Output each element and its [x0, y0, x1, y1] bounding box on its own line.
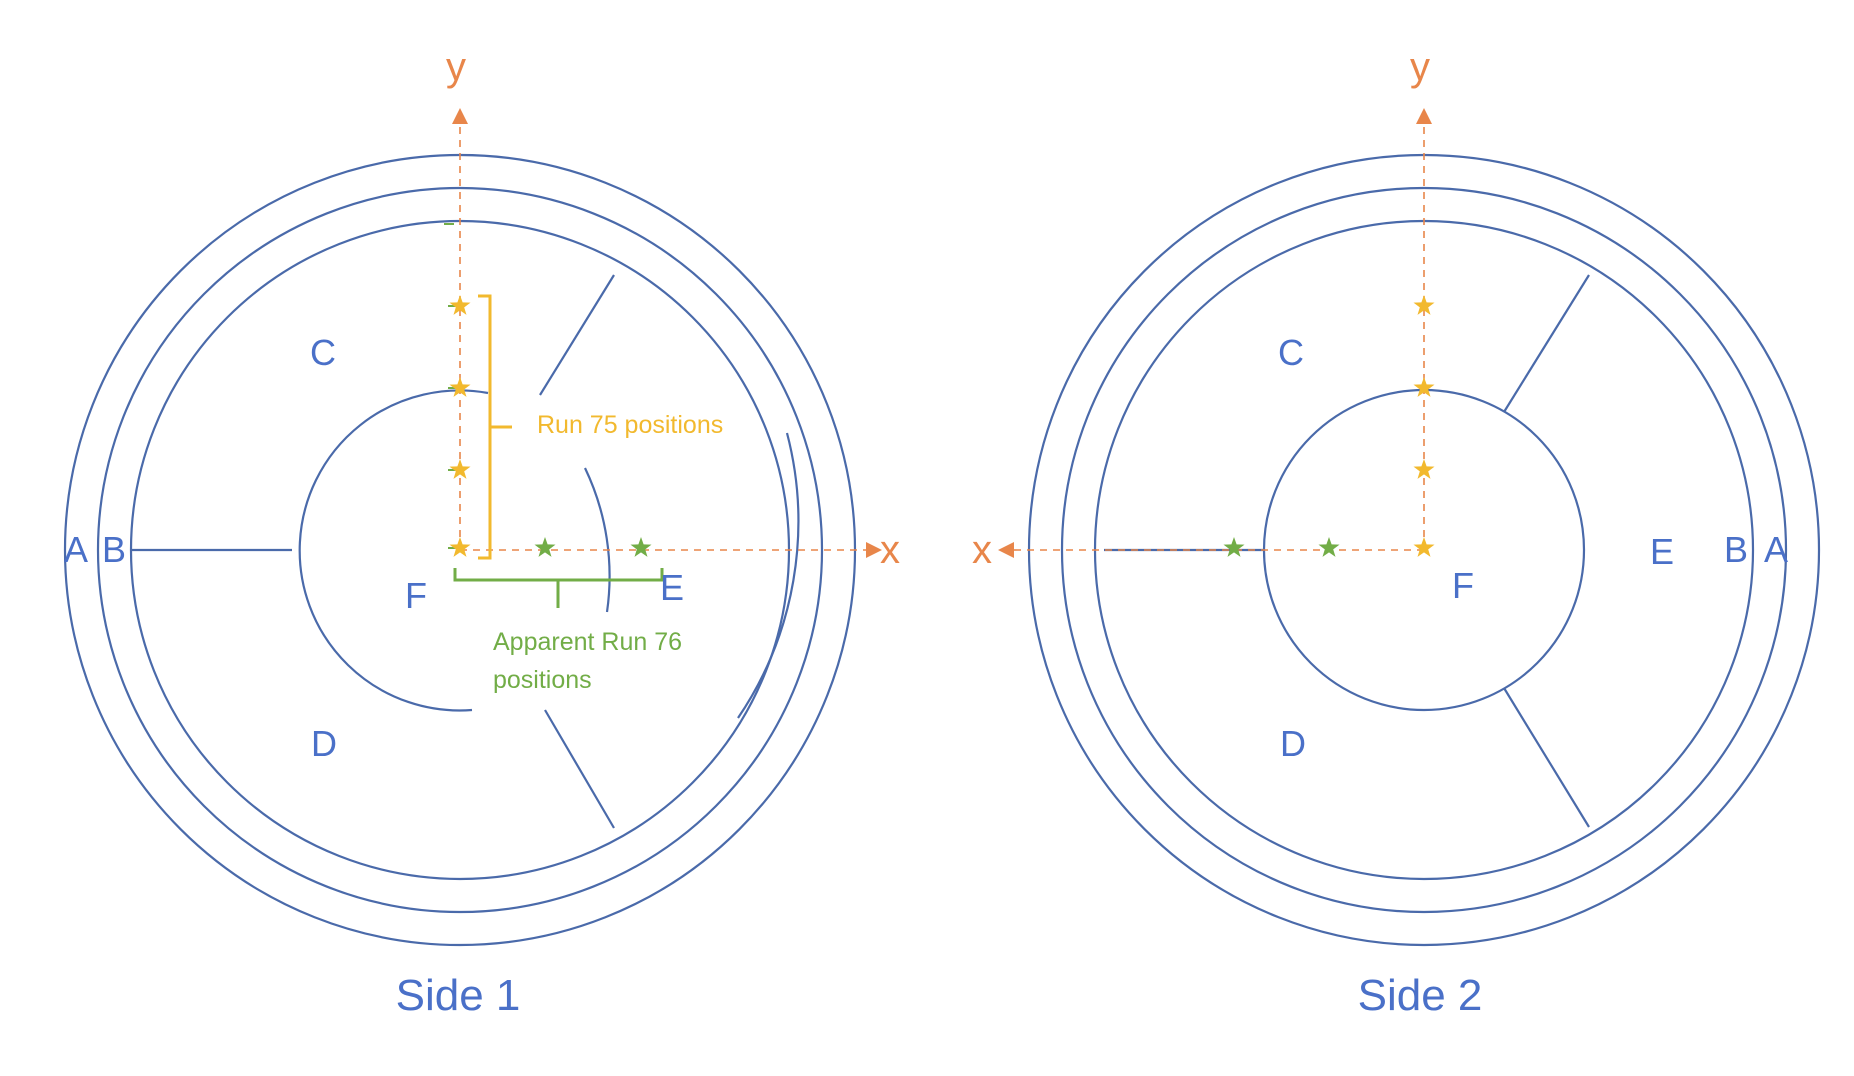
x-axis-arrowhead-icon: [866, 542, 882, 558]
green-star-icon: [1223, 537, 1245, 557]
region-label-d: D: [1280, 723, 1306, 764]
region-label-e: E: [1650, 531, 1674, 572]
divider-upper: [539, 274, 615, 396]
run75-label: Run 75 positions: [537, 411, 723, 439]
x-axis-arrowhead-icon: [998, 542, 1014, 558]
side-1-diagram: A B C D E F y x Run 75 positions Apparen…: [63, 45, 900, 1020]
side-1-title: Side 1: [396, 971, 521, 1020]
x-axis-label: x: [972, 528, 992, 572]
divider-lower: [1503, 687, 1590, 828]
region-label-d: D: [311, 723, 337, 764]
run76-label-line1: Apparent Run 76: [493, 628, 682, 656]
ring-b: [96, 186, 824, 914]
arc-f-e: [584, 467, 611, 613]
region-label-a: A: [1764, 529, 1788, 570]
x-axis-label: x: [880, 528, 900, 572]
green-star-icon: [630, 537, 652, 557]
region-label-f: F: [1452, 565, 1474, 606]
region-label-e: E: [660, 567, 684, 608]
y-axis-label: y: [446, 45, 466, 89]
inner-arc-f: [298, 389, 489, 712]
region-label-a: A: [64, 529, 88, 570]
arc-right: [737, 432, 800, 719]
green-star-icon: [1318, 537, 1340, 557]
side-2-title: Side 2: [1358, 971, 1483, 1020]
region-label-f: F: [405, 575, 427, 616]
yellow-star-icon: [449, 537, 471, 557]
yellow-star-icon: [449, 459, 471, 479]
y-axis-arrowhead-icon: [1416, 108, 1432, 124]
divider-upper: [1503, 274, 1590, 413]
side-2-diagram: A B C D E F y x Side 2: [972, 45, 1821, 1020]
region-label-b: B: [1724, 529, 1748, 570]
yellow-star-icon: [1413, 537, 1435, 557]
region-label-c: C: [1278, 332, 1304, 373]
run75-bracket: [478, 294, 512, 560]
run76-bracket: [453, 568, 664, 608]
region-label-b: B: [102, 529, 126, 570]
y-axis-arrowhead-icon: [452, 108, 468, 124]
yellow-star-icon: [1413, 459, 1435, 479]
y-axis-label: y: [1410, 45, 1430, 89]
green-star-icon: [534, 537, 556, 557]
divider-lower: [544, 709, 615, 829]
run76-label-line2: positions: [493, 666, 592, 694]
region-label-c: C: [310, 332, 336, 373]
ring-b: [1060, 186, 1788, 914]
